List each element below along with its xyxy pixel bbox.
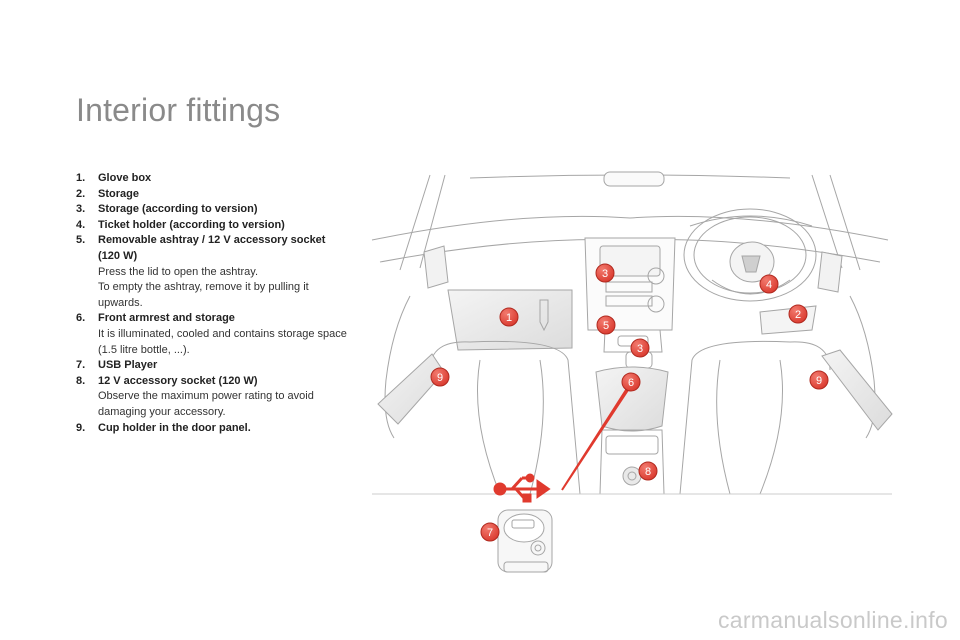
callout-label: 9 [816,375,822,387]
callout-6: 6 [621,372,641,392]
usb-pointer-line [561,383,633,491]
item-heading: USB Player [98,359,158,372]
list-item: 3. Storage (according to version) [76,202,348,218]
usb-player-illustration [497,509,553,573]
callout-9-right: 9 [809,370,829,390]
callout-label: 6 [628,377,634,389]
list-item: 5. Removable ashtray / 12 V accessory soc… [76,233,348,311]
callout-label: 9 [437,372,443,384]
item-heading: Front armrest and storage [98,312,235,325]
item-heading: Cup holder in the door panel. [98,421,251,434]
list-item: 8. 12 V accessory socket (120 W) Observe t… [76,374,348,421]
callout-label: 3 [602,268,608,280]
callout-label: 7 [487,527,493,539]
item-number: 7. [76,359,86,372]
callout-9-left: 9 [430,367,450,387]
item-heading: 12 V accessory socket (120 W) [98,374,258,387]
usb-symbol-icon [493,473,551,503]
page-title: Interior fittings [76,92,281,128]
item-heading: Storage (according to version) [98,203,258,216]
callout-label: 2 [795,309,801,321]
dashboard-line-art [371,171,893,495]
item-description: Press the lid to open the ashtray. [98,265,258,278]
item-heading: Glove box [98,172,152,184]
list-item: 9. Cup holder in the door panel. [76,421,348,437]
list-item: 6. Front armrest and storage It is illumin… [76,311,348,358]
callout-8: 8 [638,461,658,481]
interior-illustration: 1 2 3 3 4 5 6 7 8 9 9 [371,171,893,573]
item-number: 9. [76,421,86,434]
callout-3-dashboard: 3 [595,263,615,283]
list-item: 7. USB Player [76,358,348,374]
callout-1: 1 [499,307,519,327]
fittings-list: 1. Glove box 2. Storage 3. Storage (accordi… [76,171,348,436]
callout-7: 7 [480,522,500,542]
item-description: To empty the ashtray, remove it by pulli… [98,281,309,309]
item-number: 4. [76,218,86,231]
item-number: 5. [76,234,86,247]
watermark: carmanualsonline.info [717,607,948,633]
callout-label: 5 [603,320,609,332]
item-number: 8. [76,374,86,387]
item-number: 2. [76,187,86,200]
item-heading: Ticket holder (according to version) [98,218,285,231]
callout-2: 2 [788,304,808,324]
item-heading: Storage [98,187,139,200]
callout-3-console: 3 [630,338,650,358]
callout-label: 3 [637,343,643,355]
item-description: It is illuminated, cooled and contains s… [98,327,347,356]
list-item: 2. Storage [76,187,348,203]
item-number: 3. [76,203,86,216]
callout-4: 4 [759,274,779,294]
callout-label: 1 [506,312,512,324]
item-description: Observe the maximum power rating to avoi… [98,390,314,418]
item-number: 1. [76,172,86,184]
callout-label: 8 [645,466,651,478]
item-number: 6. [76,312,86,325]
item-heading: Removable ashtray / 12 V accessory socke… [98,234,326,262]
list-item: 4. Ticket holder (according to version) [76,218,348,234]
callout-5: 5 [596,315,616,335]
callout-label: 4 [766,279,772,291]
list-item: 1. Glove box [76,171,348,187]
